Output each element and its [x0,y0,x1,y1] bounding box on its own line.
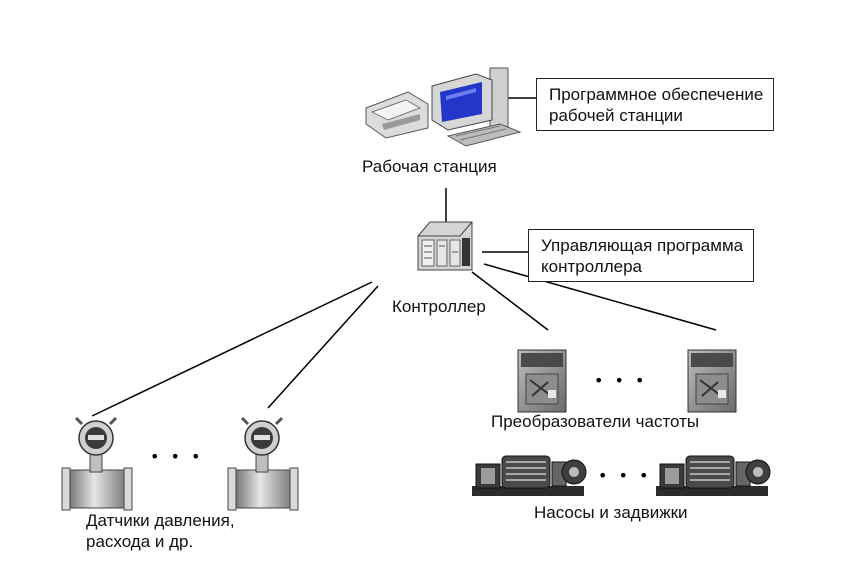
sensors-label-line-2: расхода и др. [86,532,194,551]
frequency-converter-icon [517,349,567,413]
flow-sensor-icon [60,416,134,512]
connection-lines [91,97,717,417]
line-controller-to-drive-2 [483,263,717,331]
controller-program-note-line-1: Управляющая программа [541,236,744,255]
workstation-software-note: Программное обеспечение рабочей станции [536,78,775,131]
pumps-label: Насосы и задвижки [534,503,688,522]
sensor-1 [60,416,134,512]
pump-1 [471,455,587,497]
pump-2 [655,455,771,497]
drive-1 [517,349,567,413]
frequency-converter-icon [687,349,737,413]
workstation-pc-icon [365,67,522,147]
workstation-label: Рабочая станция [362,157,497,176]
plc-controller-icon [417,221,473,271]
line-controller-to-sensor-1 [91,281,373,417]
sensors-label: Датчики давления, расхода и др. [86,510,235,552]
drives-ellipsis: • • • [594,371,647,390]
controller-label: Контроллер [392,297,486,316]
workstation-software-note-line-1: Программное обеспечение [549,85,764,104]
pumps-ellipsis: • • • [598,466,651,485]
pump-valve-icon [655,455,771,497]
flow-sensor-icon [226,416,300,512]
sensor-2 [226,416,300,512]
line-controller-to-sensor-2 [267,285,379,409]
controller-program-note-line-2: контроллера [541,257,642,276]
pump-valve-icon [471,455,587,497]
controller-program-note: Управляющая программа контроллера [528,229,755,282]
line-controller-to-drive-1 [471,271,549,331]
drive-2 [687,349,737,413]
sensors-label-line-1: Датчики давления, [86,511,235,530]
workstation-software-note-line-2: рабочей станции [549,106,683,125]
drives-label: Преобразователи частоты [491,412,700,431]
sensors-ellipsis: • • • [150,447,203,466]
